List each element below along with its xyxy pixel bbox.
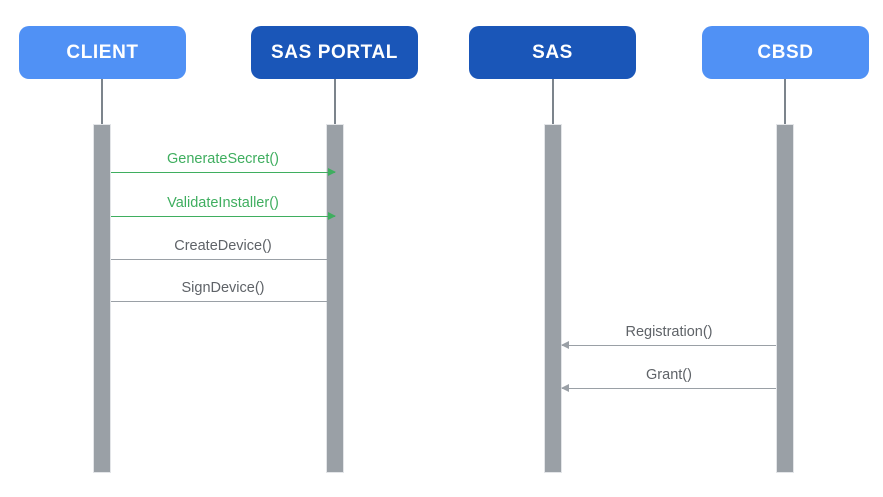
message-line-sign-device (111, 301, 335, 302)
lifeline-client (101, 79, 103, 126)
message-line-validate-installer (111, 216, 335, 217)
message-label-grant: Grant() (646, 367, 692, 383)
message-label-generate-secret: GenerateSecret() (166, 151, 280, 167)
arrowhead-right-icon (328, 168, 336, 176)
message-label-create-device: CreateDevice() (174, 238, 272, 254)
message-label-sign-device: SignDevice() (181, 280, 265, 296)
lifeline-sas-portal (334, 79, 336, 126)
participant-box-client[interactable]: CLIENT (19, 26, 186, 79)
participant-label-sas-portal: SAS PORTAL (270, 41, 399, 63)
arrowhead-left-icon (561, 384, 569, 392)
message-line-generate-secret (111, 172, 335, 173)
lifeline-sas (552, 79, 554, 126)
activation-bar-sas (544, 124, 562, 473)
participant-label-sas: SAS (532, 41, 573, 63)
message-label-validate-installer: ValidateInstaller() (167, 195, 279, 211)
arrowhead-right-icon (328, 297, 336, 305)
arrowhead-left-icon (561, 341, 569, 349)
participant-label-client: CLIENT (66, 41, 139, 63)
message-line-grant (562, 388, 776, 389)
participant-box-sas[interactable]: SAS (469, 26, 636, 79)
participant-box-cbsd[interactable]: CBSD (702, 26, 869, 79)
activation-bar-cbsd (776, 124, 794, 473)
message-label-registration: Registration() (625, 324, 713, 340)
activation-bar-client (93, 124, 111, 473)
message-line-create-device (111, 259, 335, 260)
message-line-registration (562, 345, 776, 346)
participant-box-sas-portal[interactable]: SAS PORTAL (251, 26, 418, 79)
participant-label-cbsd: CBSD (757, 41, 814, 63)
lifeline-cbsd (784, 79, 786, 126)
arrowhead-right-icon (328, 255, 336, 263)
arrowhead-right-icon (328, 212, 336, 220)
